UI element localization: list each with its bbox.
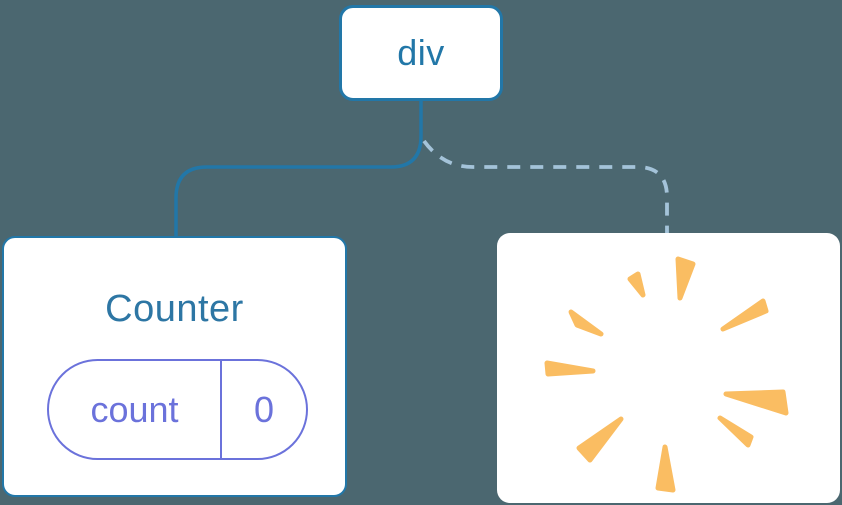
state-value-label: 0 <box>220 361 306 458</box>
edge-dashed-removed <box>422 139 669 234</box>
counter-component-node: Counter count 0 <box>2 236 347 497</box>
root-node-div: div <box>339 5 503 101</box>
state-pill: count 0 <box>47 359 308 460</box>
edge-solid-kept <box>174 99 423 239</box>
state-key-label: count <box>90 388 179 430</box>
root-node-label: div <box>397 32 445 73</box>
removed-component-node <box>497 233 840 503</box>
counter-title: Counter <box>105 288 244 330</box>
poof-starburst-icon <box>544 256 789 493</box>
